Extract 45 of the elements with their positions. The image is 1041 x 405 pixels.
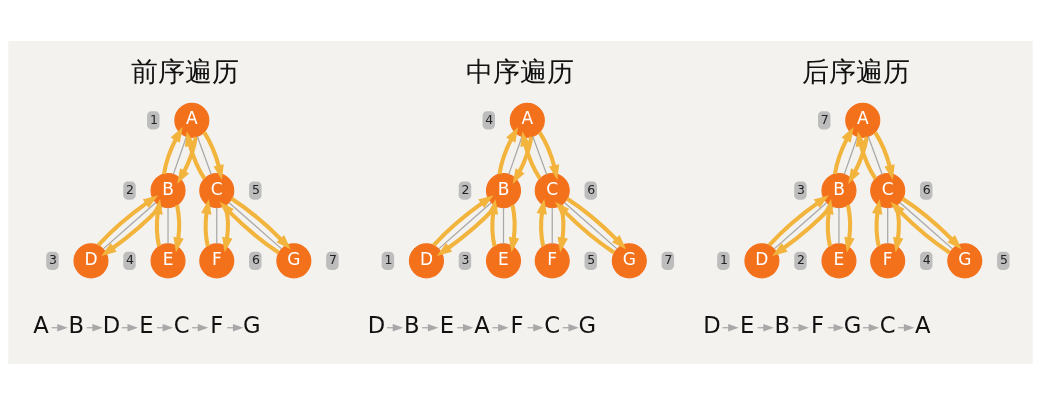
node-text: E — [139, 312, 154, 339]
node-text: B — [774, 312, 791, 339]
node-label: 7 — [664, 252, 673, 268]
node-text: B — [403, 312, 420, 339]
node-label: 7 — [820, 111, 829, 127]
node-label: 6 — [251, 252, 260, 268]
node-text: F — [510, 312, 524, 339]
node-label: 4 — [922, 252, 931, 268]
node-text: A — [33, 312, 49, 339]
node-label: 1 — [719, 252, 728, 268]
node-label: 6 — [922, 181, 931, 197]
node-label: 4 — [485, 111, 494, 127]
node-text: C — [544, 312, 561, 339]
label: 中序遍历 — [466, 55, 575, 87]
node-text: C — [879, 312, 896, 339]
node-label: 2 — [797, 252, 805, 268]
node-label: 5 — [251, 181, 260, 197]
node-label: 2 — [461, 181, 470, 197]
node-text: B — [68, 312, 85, 339]
node-label: 4 — [126, 252, 135, 268]
node-text: F — [810, 312, 824, 339]
node-text: E — [439, 312, 454, 339]
node-text: D — [703, 312, 721, 339]
node-label: 5 — [999, 252, 1008, 268]
node-label: 3 — [461, 252, 470, 268]
node-label: 7 — [328, 252, 337, 268]
label: 前序遍历 — [131, 55, 240, 87]
node-text: E — [740, 312, 755, 339]
node-label: 3 — [797, 181, 805, 197]
label: 后序遍历 — [801, 55, 910, 87]
node-text: D — [367, 312, 386, 339]
node-label: 1 — [384, 252, 393, 268]
node-label: 1 — [149, 111, 158, 127]
node-text: A — [474, 312, 490, 339]
node-label: 2 — [126, 181, 135, 197]
node-text: C — [173, 312, 190, 339]
node-text: G — [578, 312, 597, 339]
node-label: 6 — [587, 181, 596, 197]
node-text: D — [102, 312, 121, 339]
node-label: 3 — [49, 252, 57, 268]
node-text: F — [210, 312, 224, 339]
node-text: G — [243, 312, 261, 339]
node-label: 5 — [587, 252, 596, 268]
node-text: A — [915, 312, 931, 339]
node-text: G — [843, 312, 862, 339]
